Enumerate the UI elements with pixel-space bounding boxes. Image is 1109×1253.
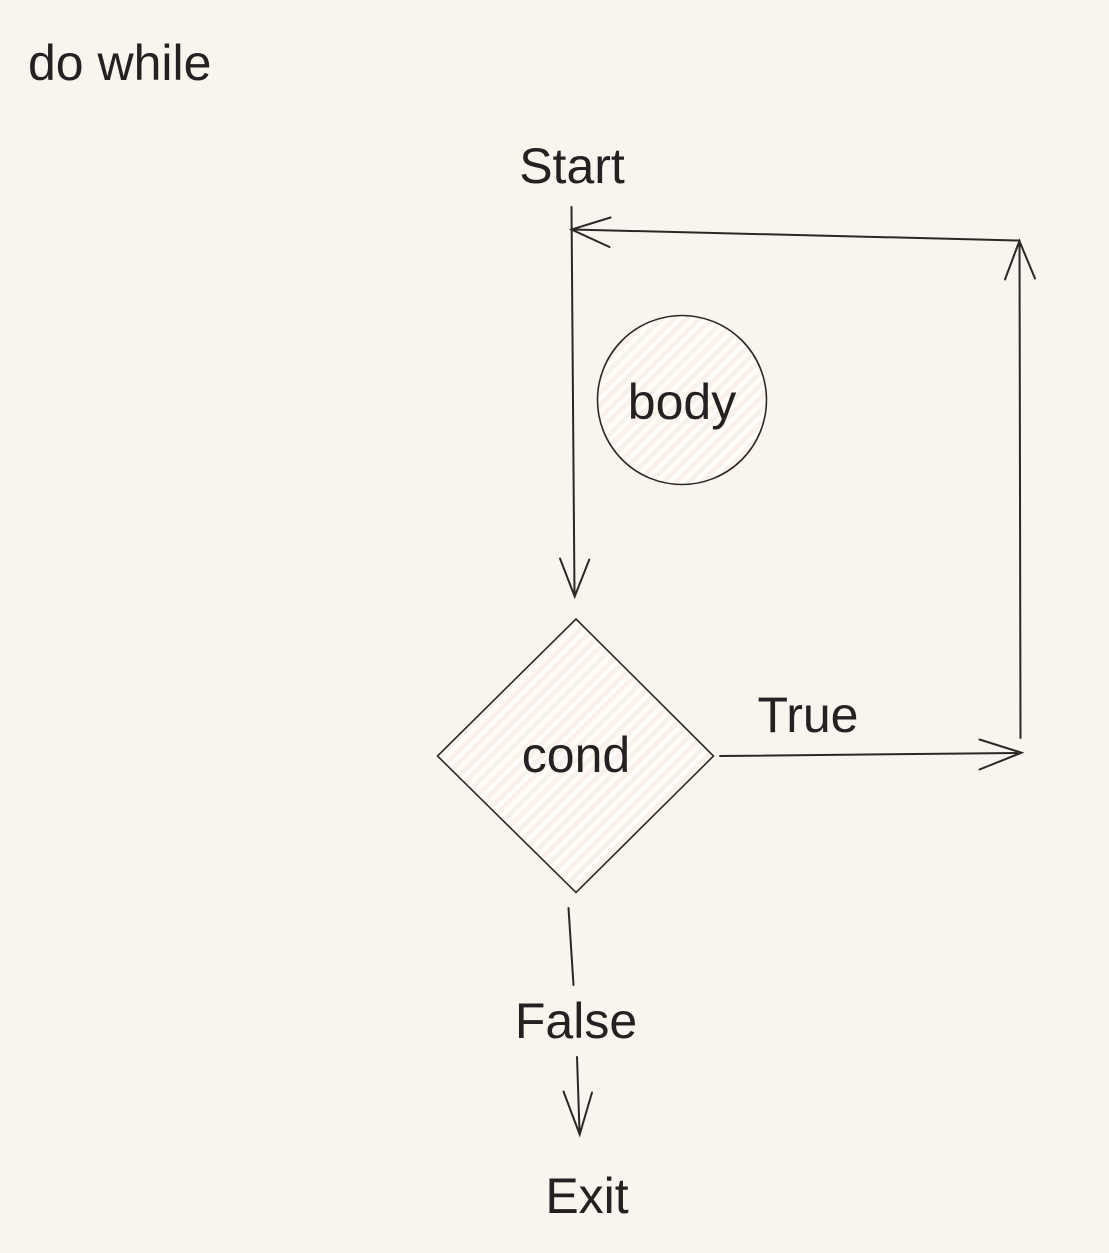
cond-node-label: cond	[522, 727, 630, 783]
start-to-cond-arrow	[559, 206, 591, 600]
start-node-label: Start	[519, 138, 625, 194]
false-branch-arrow	[562, 907, 593, 1138]
body-node-circle	[596, 314, 768, 486]
page-title: do while	[28, 35, 211, 91]
false-branch-label: False	[515, 993, 637, 1049]
loop-return-arrow	[568, 216, 1021, 248]
cond-node-diamond	[436, 617, 715, 894]
loop-up-arrow	[1004, 238, 1036, 739]
true-branch-arrow	[719, 738, 1025, 771]
true-branch-label: True	[758, 687, 859, 743]
exit-node-label: Exit	[545, 1168, 628, 1224]
body-node-label: body	[628, 374, 736, 430]
